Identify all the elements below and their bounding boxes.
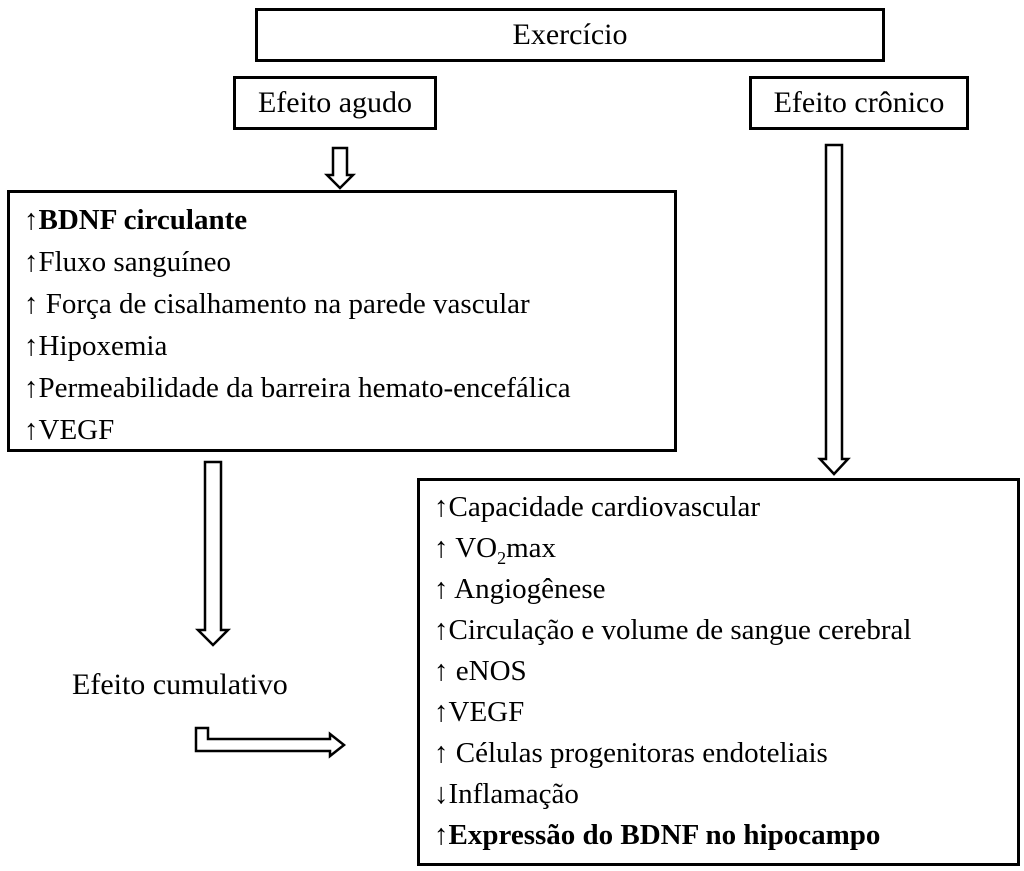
chronic-effects-box: ↑Capacidade cardiovascular↑ VO2max↑ Angi… [417,478,1020,866]
arrow-up-icon: ↑ [434,696,449,728]
list-item: ↑ Angiogênese [434,569,1017,610]
list-item: ↑Fluxo sanguíneo [24,241,674,283]
arrow-up-icon: ↑ [434,655,449,687]
list-item-text: Hipoxemia [38,330,168,362]
list-item-text: VEGF [448,696,525,728]
list-item: ↓Inflamação [434,774,1017,815]
arrow-up-icon: ↑ [434,614,449,646]
arrow-up-icon: ↑ [434,819,449,851]
arrow-up-icon: ↑ [24,330,39,362]
arrow-down-icon: ↓ [434,778,449,810]
list-item: ↑VEGF [24,409,674,451]
list-item: ↑ eNOS [434,651,1017,692]
arrow-cronico-to-list [817,143,851,476]
list-item-text: Capacidade cardiovascular [448,491,761,523]
arrow-up-icon: ↑ [24,414,39,446]
efeito-cumulativo-label: Efeito cumulativo [72,668,288,701]
list-item: ↑Expressão do BDNF no hipocampo [434,815,1017,856]
list-item: ↑BDNF circulante [24,199,674,241]
list-item-text-suffix: max [506,532,557,564]
list-item-text: Angiogênese [448,573,606,605]
list-item-text: Células progenitoras endoteliais [448,737,828,769]
arrow-up-icon: ↑ [24,246,39,278]
box-exercicio: Exercício [255,8,885,62]
list-item: ↑Hipoxemia [24,325,674,367]
box-efeito-agudo: Efeito agudo [233,76,437,130]
list-item: ↑ VO2max [434,528,1017,569]
arrow-agudo-to-list [323,146,357,190]
list-item-text: Permeabilidade da barreira hemato-encefá… [38,372,571,404]
list-item-text: eNOS [448,655,527,687]
arrow-up-icon: ↑ [434,532,449,564]
arrow-up-icon: ↑ [24,372,39,404]
acute-effects-box: ↑BDNF circulante↑Fluxo sanguíneo↑ Força … [7,190,677,452]
arrow-up-icon: ↑ [434,737,449,769]
box-efeito-cronico: Efeito crônico [749,76,969,130]
arrow-up-icon: ↑ [24,288,39,320]
list-item-text: VEGF [38,414,115,446]
list-item-text: BDNF circulante [38,204,248,236]
arrow-up-icon: ↑ [24,204,39,236]
list-item-text: Fluxo sanguíneo [38,246,232,278]
subscript: 2 [497,547,507,568]
arrow-cumulativo-to-chronic [194,726,347,759]
list-item-text: Circulação e volume de sangue cerebral [448,614,912,646]
list-item-text: Força de cisalhamento na parede vascular [38,288,530,320]
list-item-text: VO [448,532,498,564]
list-item: ↑Capacidade cardiovascular [434,487,1017,528]
list-item-text: Inflamação [448,778,579,810]
list-item-text: Expressão do BDNF no hipocampo [448,819,881,851]
arrow-up-icon: ↑ [434,491,449,523]
list-item: ↑Circulação e volume de sangue cerebral [434,610,1017,651]
list-item: ↑Permeabilidade da barreira hemato-encef… [24,367,674,409]
efeito-agudo-label: Efeito agudo [257,86,413,119]
exercicio-label: Exercício [512,18,628,51]
efeito-cronico-label: Efeito crônico [773,86,945,119]
arrow-list-to-cumulativo [194,460,232,647]
list-item: ↑ Células progenitoras endoteliais [434,733,1017,774]
arrow-up-icon: ↑ [434,573,449,605]
list-item: ↑VEGF [434,692,1017,733]
list-item: ↑ Força de cisalhamento na parede vascul… [24,283,674,325]
